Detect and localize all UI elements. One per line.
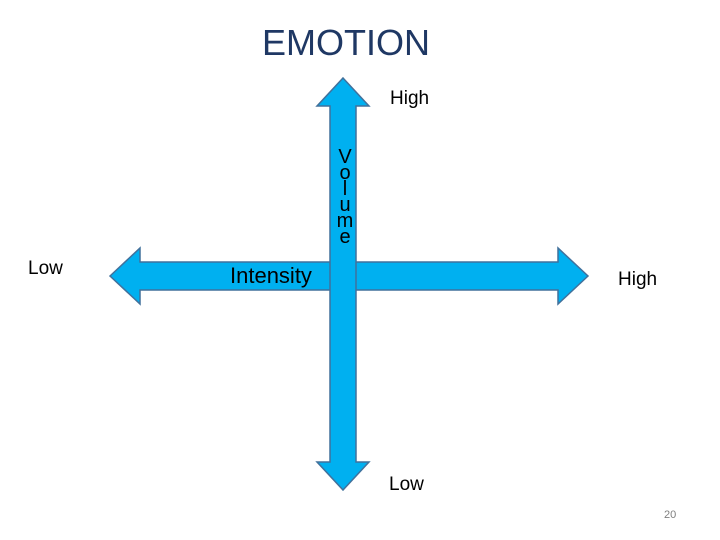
vertical-axis-label-letter: l bbox=[342, 178, 348, 200]
vertical-axis-label-letter: m bbox=[336, 210, 354, 232]
vertical-low-label: Low bbox=[389, 474, 424, 495]
horizontal-low-label: Low bbox=[28, 258, 63, 279]
slide-title: EMOTION bbox=[262, 22, 430, 63]
horizontal-axis-label: Intensity bbox=[230, 263, 312, 288]
vertical-axis-label-letter: u bbox=[339, 194, 351, 216]
page-number: 20 bbox=[664, 509, 677, 521]
vertical-axis-label-letter: e bbox=[339, 226, 351, 248]
vertical-axis-label-letter: V bbox=[338, 146, 352, 168]
vertical-high-label: High bbox=[390, 88, 430, 109]
vertical-axis-arrow bbox=[315, 76, 371, 492]
horizontal-high-label: High bbox=[618, 269, 658, 290]
vertical-axis-label-letter: o bbox=[339, 162, 351, 184]
